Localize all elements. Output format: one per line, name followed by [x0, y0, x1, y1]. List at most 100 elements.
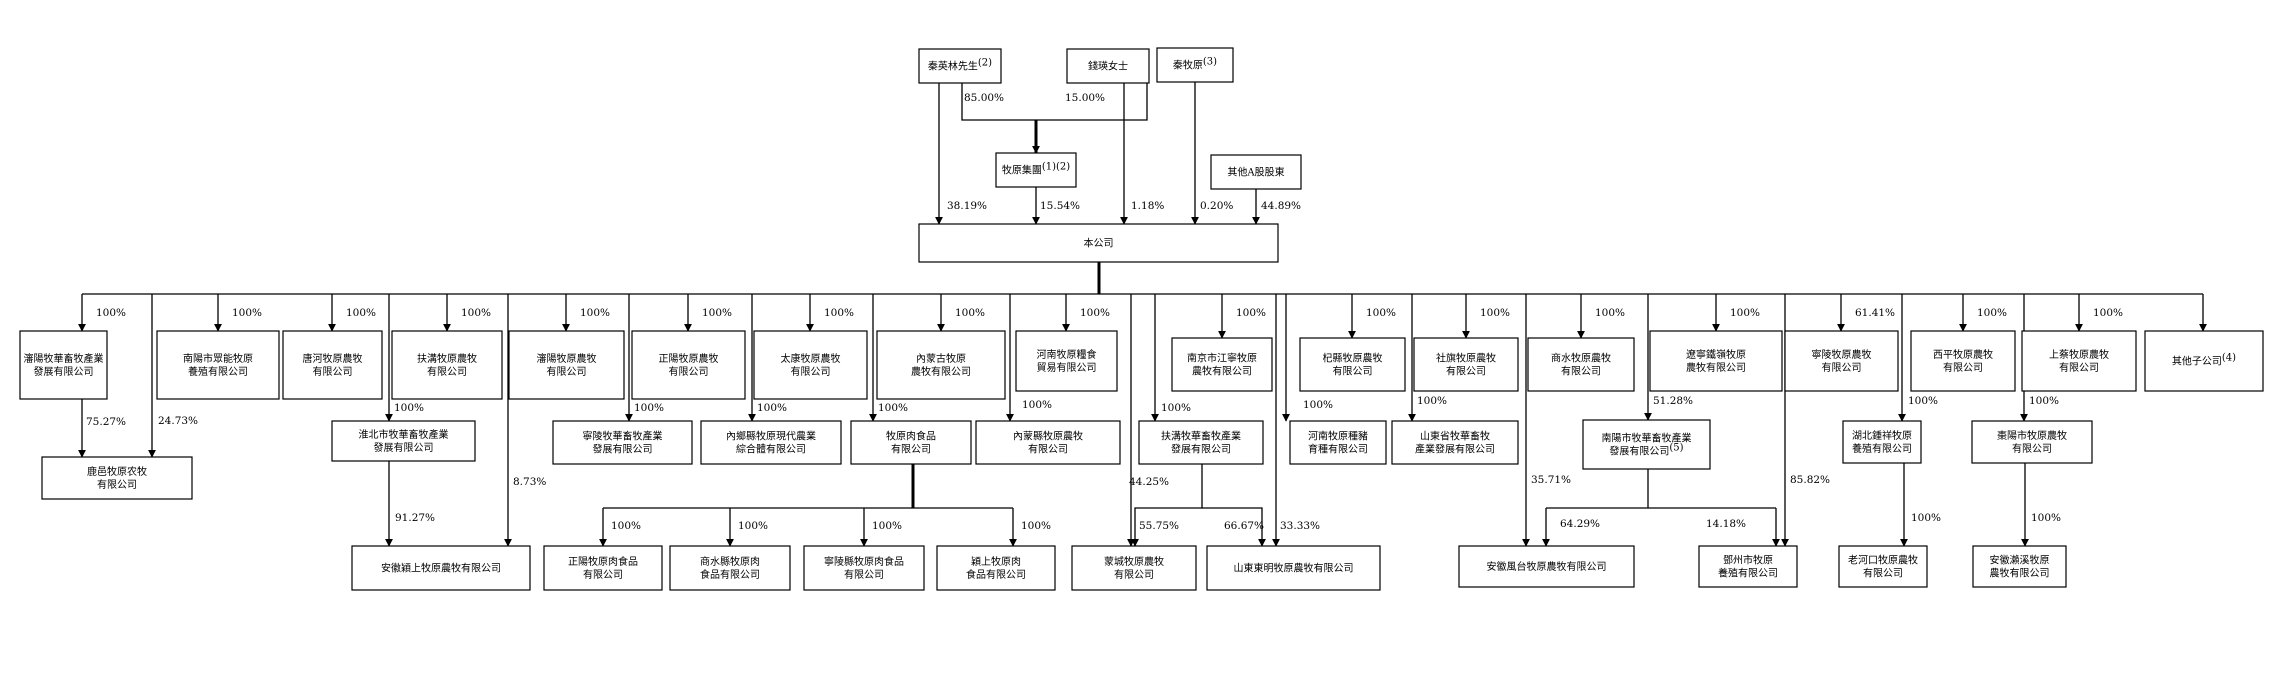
percentage-label: 100% [96, 307, 126, 319]
entity-label-line: 有限公司 [2012, 442, 2052, 455]
percentage-label: 44.89% [1261, 200, 1301, 212]
connector-lines [78, 82, 2207, 547]
entity-label-line: 商水縣牧原肉 [700, 555, 760, 568]
entity-b08: 安徽風台牧原農牧有限公司 [1458, 545, 1635, 588]
percentage-label: 100% [824, 307, 854, 319]
entity-label-line: 南京市江寧牧原 [1187, 352, 1257, 365]
entity-label: 安徽風台牧原農牧有限公司 [1487, 560, 1607, 573]
percentage-label: 100% [461, 307, 491, 319]
percentage-label: 100% [1022, 399, 1052, 411]
entity-boxes: 秦英林先生(2)錢瑛女士秦牧原(3)牧原集團(1)(2)其他A股股東本公司瀋陽牧… [19, 47, 2264, 591]
entity-qin-muyuan: 秦牧原(3) [1156, 47, 1234, 83]
entity-label-line: 河南牧原種豬 [1308, 430, 1368, 443]
entity-s18: 其他子公司(4) [2144, 330, 2264, 392]
entity-label-line: 發展有限公司 [1171, 443, 1231, 456]
entity-label-line: 有限公司 [669, 365, 709, 378]
entity-label-line: 農牧有限公司 [1990, 567, 2050, 580]
entity-label-line: 有限公司 [1822, 361, 1862, 374]
entity-label-line: 安徽瀨溪牧原 [1990, 554, 2050, 567]
entity-label-line: 商水牧原農牧 [1551, 352, 1611, 365]
percentage-label: 100% [2031, 512, 2061, 524]
ownership-connector [1202, 507, 1266, 547]
entity-label-line: 有限公司 [1561, 365, 1601, 378]
percentage-label: 64.29% [1560, 518, 1600, 530]
percentage-label: 100% [878, 402, 908, 414]
entity-label-line: 發展有限公司 [593, 443, 653, 456]
entity-label-line: 有限公司 [313, 365, 353, 378]
entity-label-line: 產業發展有限公司 [1415, 443, 1495, 456]
entity-label-line: 養殖有限公司 [1718, 567, 1778, 580]
percentage-label: 91.27% [395, 512, 435, 524]
percentage-label: 15.54% [1040, 200, 1080, 212]
entity-label-line: 內蒙縣牧原農牧 [1013, 430, 1083, 443]
entity-label-line: 食品有限公司 [966, 568, 1026, 581]
percentage-label: 100% [2093, 307, 2123, 319]
entity-label: 秦英林先生(2) [928, 58, 992, 73]
entity-label-line: 有限公司 [1114, 568, 1154, 581]
entity-label-line: 綜合體有限公司 [736, 443, 806, 456]
entity-label-line: 穎上牧原肉 [971, 555, 1021, 568]
entity-label-line: 內鄉縣牧原現代農業 [726, 430, 816, 443]
percentage-label: 100% [634, 402, 664, 414]
percentage-label: 100% [955, 307, 985, 319]
percentage-label: 100% [1236, 307, 1266, 319]
percentage-label: 38.19% [947, 200, 987, 212]
percentage-label: 14.18% [1706, 518, 1746, 530]
entity-label-line: 有限公司 [2059, 361, 2099, 374]
percentage-label: 100% [1977, 307, 2007, 319]
entity-label: 錢瑛女士 [1088, 60, 1128, 73]
percentage-label: 75.27% [86, 416, 126, 428]
entity-label-line: 內蒙古牧原 [916, 352, 966, 365]
entity-label-line: 有限公司 [547, 365, 587, 378]
percentage-label: 1.18% [1131, 200, 1164, 212]
percentage-label: 100% [1911, 512, 1941, 524]
percentage-label: 100% [1480, 307, 1510, 319]
ownership-connector [961, 83, 1148, 121]
entity-label-line: 寧陵牧原農牧 [1812, 348, 1872, 361]
entity-label-line: 老河口牧原農牧 [1848, 554, 1918, 567]
entity-label-line: 發展有限公司 [34, 365, 94, 378]
entity-label-line: 棗陽市牧原農牧 [1997, 429, 2067, 442]
entity-label-line: 有限公司 [1028, 443, 1068, 456]
percentage-label: 100% [1730, 307, 1760, 319]
percentage-label: 100% [580, 307, 610, 319]
entity-label-line: 遼寧鐵嶺牧原 [1686, 348, 1746, 361]
ownership-connector [1131, 464, 1203, 547]
entity-label-line: 南陽市牧華畜牧產業 [1602, 432, 1692, 445]
entity-label-line: 有限公司 [791, 365, 831, 378]
ownership-percentages: 38.19%85.00%15.00%15.54%1.18%0.20%44.89%… [86, 92, 2123, 532]
entity-label-line: 農牧有限公司 [1192, 365, 1252, 378]
percentage-label: 66.67% [1224, 520, 1264, 532]
entity-label-line: 寧陵縣牧原肉食品 [824, 555, 904, 568]
entity-label-line: 有限公司 [1333, 365, 1373, 378]
percentage-label: 0.20% [1200, 200, 1233, 212]
entity-label-line: 牧原肉食品 [886, 430, 936, 443]
percentage-label: 100% [872, 520, 902, 532]
entity-label-line: 發展有限公司(5) [1609, 443, 1683, 458]
entity-label-line: 杞縣牧原農牧 [1323, 352, 1383, 365]
entity-label-line: 寧陵牧華畜牧產業 [583, 430, 663, 443]
percentage-label: 100% [1366, 307, 1396, 319]
entity-note: (2) [978, 58, 992, 69]
